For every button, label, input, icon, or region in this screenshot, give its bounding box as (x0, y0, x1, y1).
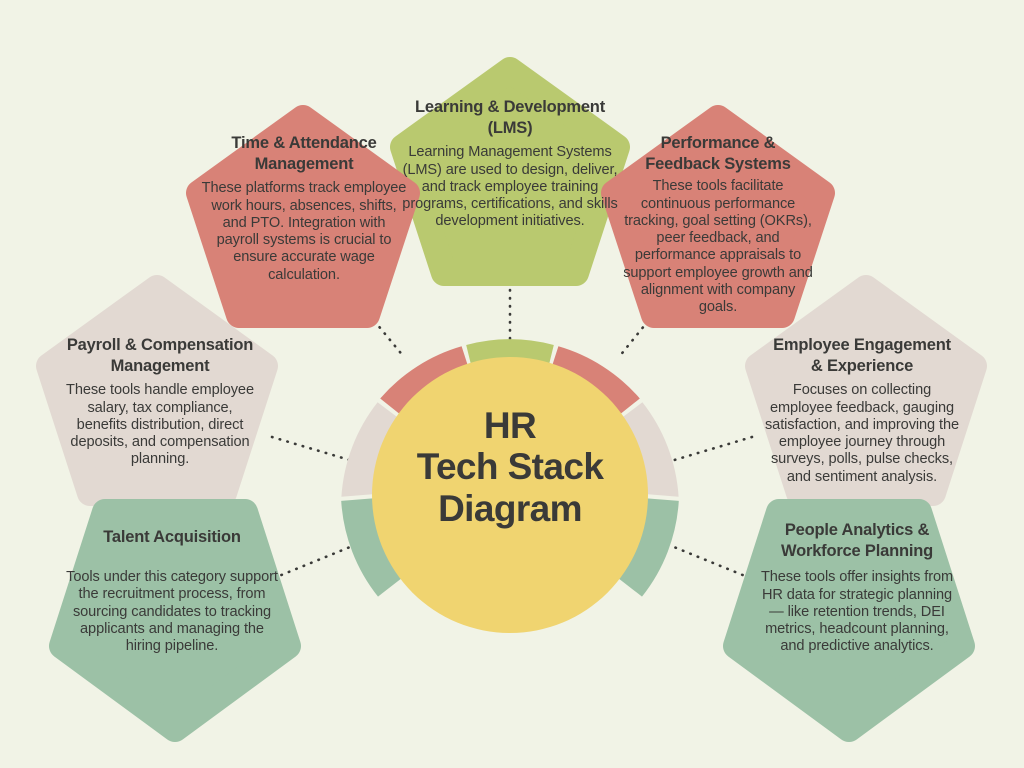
node-people-analytics[interactable]: People Analytics & Workforce Planning Th… (759, 521, 955, 656)
pentagon-shapes (36, 57, 987, 742)
center-title-line-2: Tech Stack (416, 446, 604, 488)
center-circle (372, 357, 648, 633)
connector-employee-engagement (669, 435, 754, 463)
center-title: HR Tech Stack Diagram (380, 405, 640, 529)
node-talent-acquisition[interactable]: Talent Acquisition Tools under this cate… (62, 528, 282, 656)
node-title2-performance-feedback: Feedback Systems (645, 155, 791, 174)
connector-people-analytics (667, 543, 752, 580)
pentagon-performance-feedback[interactable] (601, 105, 835, 328)
node-title-performance-feedback: Performance & (660, 134, 776, 152)
node-title-learning-development: Learning & Development (415, 98, 605, 116)
node-title-payroll-compensation: Payroll & Compensation (66, 336, 254, 354)
node-performance-feedback[interactable]: Performance & Feedback Systems These too… (622, 134, 814, 317)
node-title-time-attendance: Time & Attendance (231, 134, 377, 152)
connector-talent-acquisition (272, 543, 357, 580)
pentagon-learning-development[interactable] (390, 57, 630, 286)
pentagon-talent-acquisition[interactable] (49, 499, 301, 742)
pentagon-time-attendance[interactable] (186, 105, 420, 328)
node-title-talent-acquisition: Talent Acquisition (103, 528, 241, 546)
center-title-line-1: HR (483, 405, 537, 446)
node-body-talent-acquisition: Tools under this category support the re… (66, 569, 278, 655)
node-employee-engagement[interactable]: Employee Engagement & Experience Focuses… (764, 336, 960, 486)
node-body-payroll-compensation: These tools handle employee salary, tax … (66, 382, 254, 468)
center-title-line-3: Diagram (438, 487, 582, 529)
node-learning-development[interactable]: Learning & Development (LMS) Learning Ma… (400, 98, 620, 231)
node-body-performance-feedback: These tools facilitate continuous perfor… (623, 178, 813, 316)
node-title2-employee-engagement: & Experience (810, 357, 914, 376)
node-body-learning-development: Learning Management Systems (LMS) are us… (402, 144, 618, 230)
node-title-employee-engagement: Employee Engagement (773, 336, 951, 354)
node-title-people-analytics: People Analytics & (784, 521, 930, 539)
ring-segment-talent-acquisition (341, 497, 412, 597)
ring-segment-people-analytics (608, 497, 679, 597)
connector-payroll-compensation (270, 435, 355, 463)
pentagon-payroll-compensation[interactable] (36, 275, 278, 506)
node-payroll-compensation[interactable]: Payroll & Compensation Management These … (62, 336, 258, 469)
node-title2-people-analytics: Workforce Planning (781, 542, 933, 561)
node-title2-time-attendance: Management (254, 155, 354, 174)
node-body-time-attendance: These platforms track employee work hour… (201, 180, 407, 283)
pentagon-employee-engagement[interactable] (745, 275, 987, 506)
node-title2-learning-development: (LMS) (487, 119, 533, 138)
node-body-people-analytics: These tools offer insights from HR data … (760, 569, 954, 655)
node-title2-payroll-compensation: Management (110, 357, 210, 376)
node-body-employee-engagement: Focuses on collecting employee feedback,… (764, 382, 960, 485)
node-time-attendance[interactable]: Time & Attendance Management These platf… (201, 134, 407, 284)
pentagon-people-analytics[interactable] (723, 499, 975, 742)
